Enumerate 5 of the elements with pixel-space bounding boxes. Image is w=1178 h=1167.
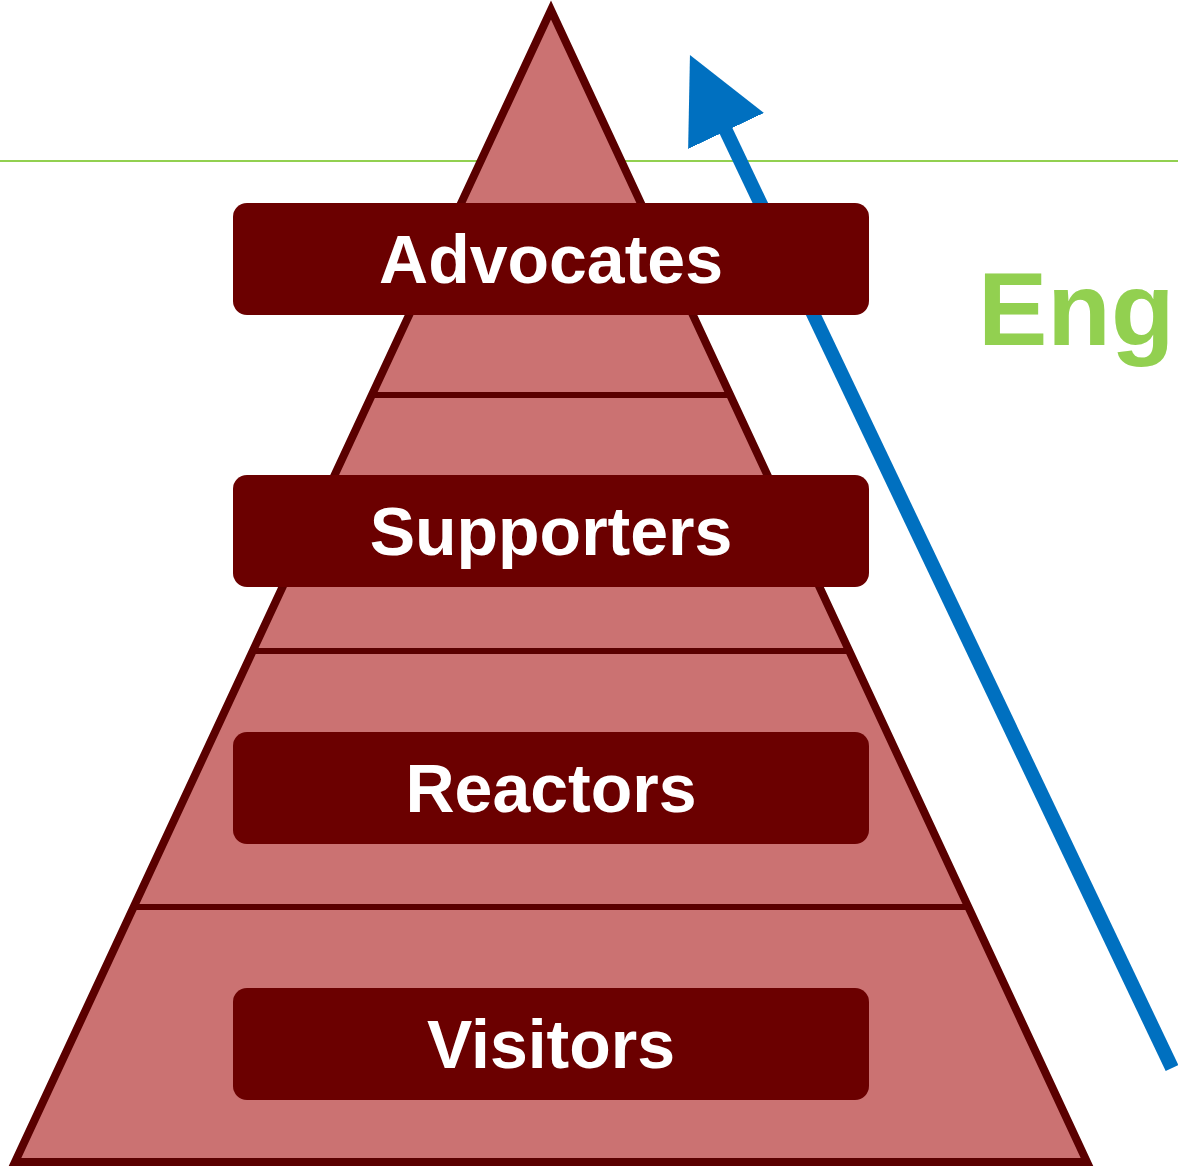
tier-label-box: Advocates [233, 203, 869, 315]
tier-label-box: Reactors [233, 732, 869, 844]
tier-label-box: Supporters [233, 475, 869, 587]
tier-label-box: Visitors [233, 988, 869, 1100]
heading-text: Eng [978, 250, 1175, 369]
